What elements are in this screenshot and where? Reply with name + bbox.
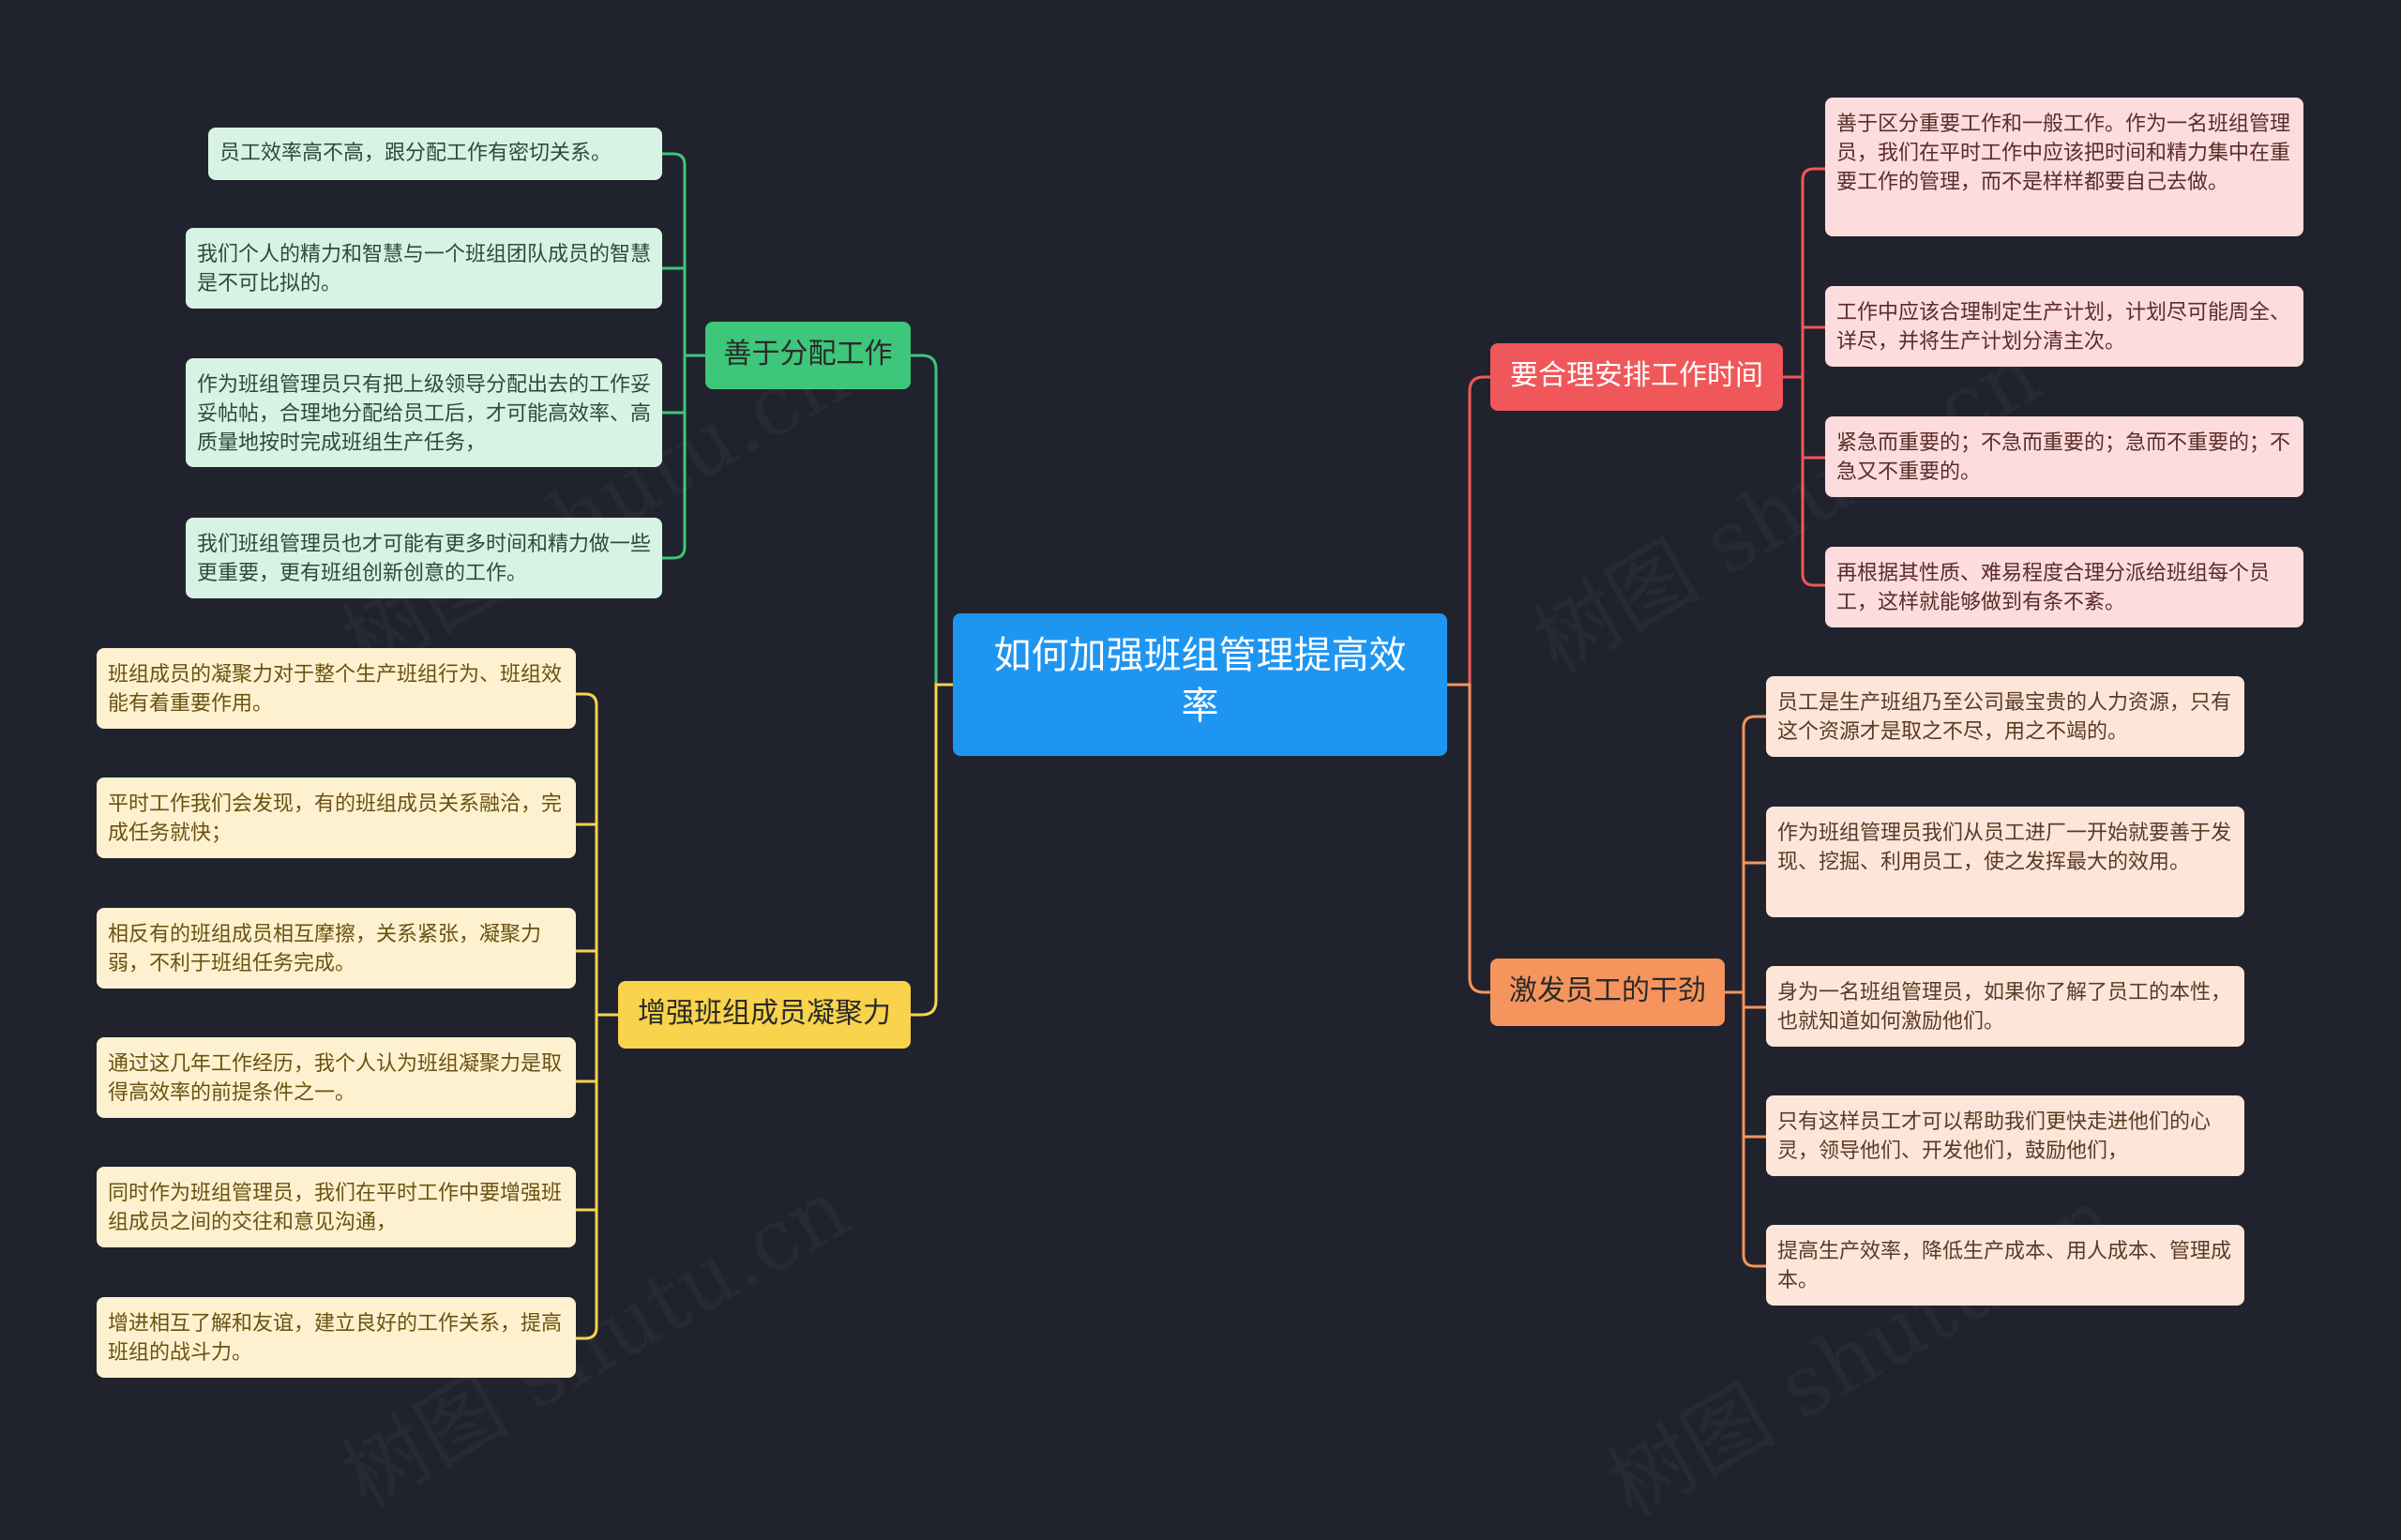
- leaf-allocate-4[interactable]: 我们班组管理员也才可能有更多时间和精力做一些更重要，更有班组创新创意的工作。: [186, 518, 662, 598]
- leaf-motivate-2[interactable]: 作为班组管理员我们从员工进厂一开始就要善于发现、挖掘、利用员工，使之发挥最大的效…: [1766, 807, 2244, 917]
- leaf-cohesion-4[interactable]: 通过这几年工作经历，我个人认为班组凝聚力是取得高效率的前提条件之一。: [97, 1037, 576, 1118]
- leaf-schedule-1[interactable]: 善于区分重要工作和一般工作。作为一名班组管理员，我们在平时工作中应该把时间和精力…: [1825, 98, 2303, 236]
- connector-lines: [576, 152, 1825, 1340]
- leaf-cohesion-2[interactable]: 平时工作我们会发现，有的班组成员关系融洽，完成任务就快；: [97, 778, 576, 858]
- branch-cohesion[interactable]: 增强班组成员凝聚力: [618, 981, 911, 1049]
- leaf-allocate-2[interactable]: 我们个人的精力和智慧与一个班组团队成员的智慧是不可比拟的。: [186, 228, 662, 309]
- leaf-cohesion-1[interactable]: 班组成员的凝聚力对于整个生产班组行为、班组效能有着重要作用。: [97, 648, 576, 729]
- leaf-schedule-2[interactable]: 工作中应该合理制定生产计划，计划尽可能周全、详尽，并将生产计划分清主次。: [1825, 286, 2303, 367]
- leaf-motivate-1[interactable]: 员工是生产班组乃至公司最宝贵的人力资源，只有这个资源才是取之不尽，用之不竭的。: [1766, 676, 2244, 757]
- leaf-motivate-3[interactable]: 身为一名班组管理员，如果你了解了员工的本性，也就知道如何激励他们。: [1766, 966, 2244, 1047]
- leaf-motivate-4[interactable]: 只有这样员工才可以帮助我们更快走进他们的心灵，领导他们、开发他们，鼓励他们，: [1766, 1095, 2244, 1176]
- leaf-schedule-3[interactable]: 紧急而重要的；不急而重要的；急而不重要的；不急又不重要的。: [1825, 416, 2303, 497]
- leaf-cohesion-6[interactable]: 增进相互了解和友谊，建立良好的工作关系，提高班组的战斗力。: [97, 1297, 576, 1378]
- leaf-allocate-1[interactable]: 员工效率高不高，跟分配工作有密切关系。: [208, 128, 662, 180]
- leaf-schedule-4[interactable]: 再根据其性质、难易程度合理分派给班组每个员工，这样就能够做到有条不紊。: [1825, 547, 2303, 627]
- branch-schedule-time[interactable]: 要合理安排工作时间: [1490, 343, 1783, 411]
- branch-motivate-staff[interactable]: 激发员工的干劲: [1490, 959, 1725, 1026]
- leaf-motivate-5[interactable]: 提高生产效率，降低生产成本、用人成本、管理成本。: [1766, 1225, 2244, 1306]
- branch-allocate-work[interactable]: 善于分配工作: [705, 322, 911, 389]
- leaf-cohesion-3[interactable]: 相反有的班组成员相互摩擦，关系紧张，凝聚力弱，不利于班组任务完成。: [97, 908, 576, 989]
- root-topic[interactable]: 如何加强班组管理提高效率: [953, 613, 1447, 756]
- leaf-allocate-3[interactable]: 作为班组管理员只有把上级领导分配出去的工作妥妥帖帖，合理地分配给员工后，才可能高…: [186, 358, 662, 467]
- leaf-cohesion-5[interactable]: 同时作为班组管理员，我们在平时工作中要增强班组成员之间的交往和意见沟通，: [97, 1167, 576, 1247]
